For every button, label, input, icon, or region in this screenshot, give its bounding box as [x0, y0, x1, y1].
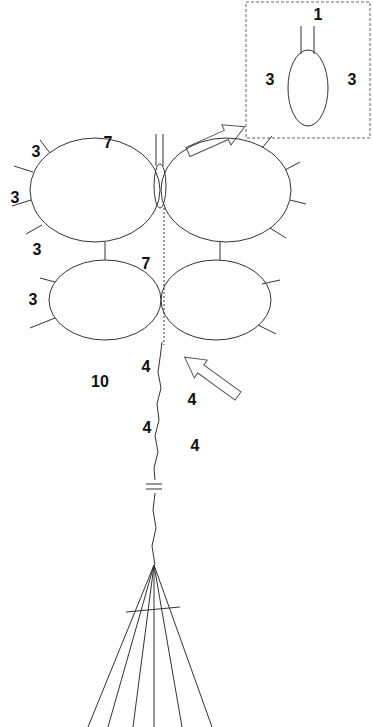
- fan-line: [154, 565, 155, 727]
- spine: [285, 162, 300, 170]
- callout-number: 4: [191, 438, 200, 454]
- spine: [262, 280, 280, 284]
- lower-lobe: [49, 260, 161, 340]
- callout-number: 3: [11, 190, 20, 206]
- lobe-joint: [220, 242, 221, 260]
- break-mark: [146, 484, 162, 485]
- inset-frame: [246, 2, 370, 138]
- spine: [40, 140, 50, 153]
- callout-number: 4: [142, 359, 151, 375]
- spine: [262, 136, 272, 148]
- callout-number: 3: [32, 144, 41, 160]
- central-body: [154, 164, 166, 208]
- spine: [40, 278, 55, 282]
- fan-line: [88, 565, 154, 727]
- break-mark: [146, 489, 162, 490]
- lobe-joint: [105, 242, 106, 260]
- fan-crossbar: [126, 607, 180, 612]
- spine: [26, 225, 42, 234]
- callout-number: 4: [188, 392, 197, 408]
- inset-stalk: [314, 26, 315, 54]
- callout-number: 10: [91, 374, 109, 390]
- fan-line: [154, 565, 212, 727]
- callout-number: 1: [314, 7, 323, 23]
- fan-line: [108, 565, 154, 727]
- axis-line: [164, 208, 165, 345]
- tail-filament: [154, 342, 162, 480]
- callout-number: 3: [33, 242, 42, 258]
- callout-number: 3: [348, 72, 357, 88]
- lower-lobe: [161, 260, 271, 340]
- spine: [290, 200, 306, 204]
- fan-line: [154, 565, 182, 727]
- fan-line: [133, 565, 154, 727]
- tail-filament: [152, 493, 156, 565]
- callout-number: 7: [142, 256, 151, 272]
- callout-number: 7: [104, 135, 113, 151]
- upper-lobe: [30, 138, 160, 242]
- callout-number: 3: [266, 72, 275, 88]
- upper-lobe: [161, 138, 291, 242]
- spine: [270, 228, 286, 238]
- inset-stalk: [301, 26, 302, 54]
- central-stalk: [156, 134, 157, 166]
- inset-body: [288, 50, 328, 126]
- central-stalk: [163, 134, 164, 166]
- spine: [258, 325, 276, 334]
- spine: [30, 318, 55, 328]
- callout-number: 4: [143, 420, 152, 436]
- callout-number: 3: [29, 292, 38, 308]
- spine: [14, 166, 33, 172]
